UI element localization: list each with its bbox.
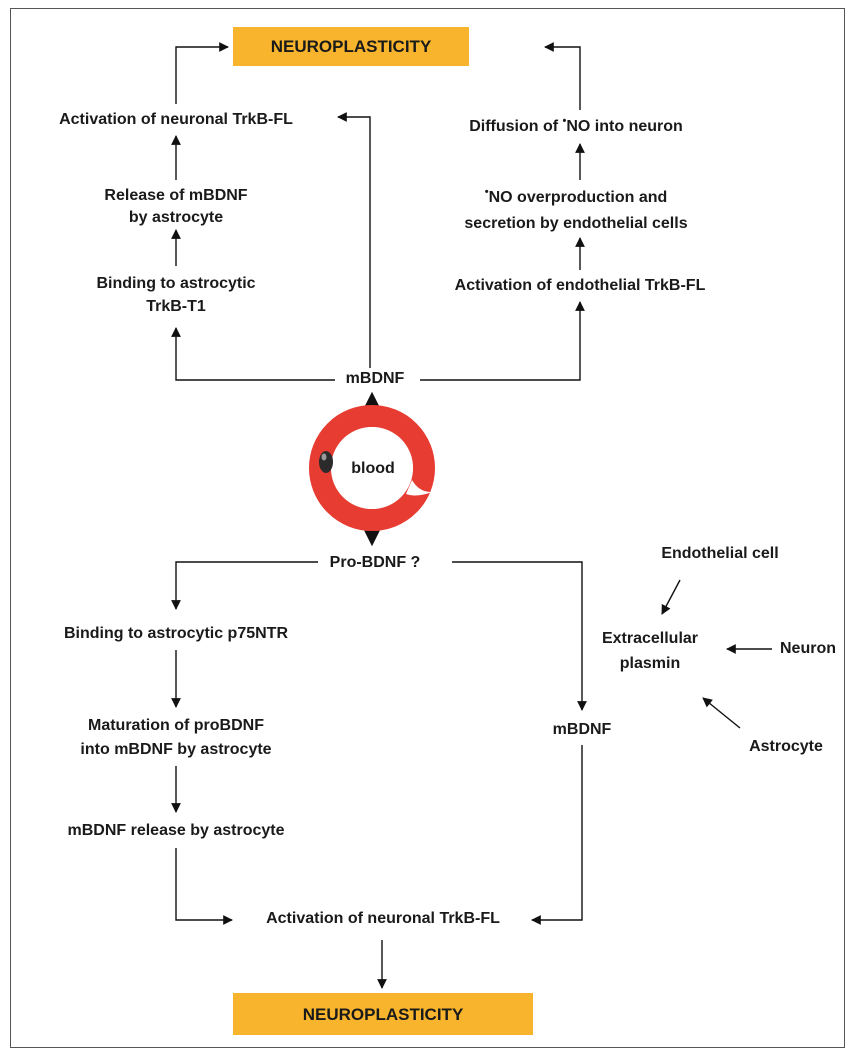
- plasmin-line1: Extracellular: [602, 630, 698, 647]
- endothelial-cell-label: Endothelial cell: [661, 545, 778, 562]
- upper-right-no-line1: •NO overproduction and: [485, 186, 668, 206]
- plasmin-line2: plasmin: [620, 655, 680, 672]
- endothelial-cell-bulge: [406, 480, 432, 496]
- no-radical-dot: •: [485, 186, 489, 198]
- lower-left-binding: Binding to astrocytic p75NTR: [64, 625, 288, 642]
- top-box-label: NEUROPLASTICITY: [271, 37, 432, 56]
- upper-connectors: [171, 42, 585, 381]
- upper-left-binding-line2: TrkB-T1: [146, 298, 206, 315]
- arrow-probdnf-to-binding: [171, 561, 318, 610]
- arrow-mbdnf-to-endothelial: [420, 301, 585, 381]
- upper-left-release-line1: Release of mBDNF: [104, 187, 247, 204]
- vessel-lumen: [331, 427, 413, 509]
- arrow-probdnf-to-mbdnf: [452, 561, 587, 711]
- bottom-box-fill: [233, 993, 533, 1035]
- diffusion-suffix: NO into neuron: [566, 118, 682, 135]
- figure-frame: [10, 8, 845, 1048]
- arrow-mbdnf-to-activation: [531, 745, 583, 925]
- bottom-neuroplasticity-box: NEUROPLASTICITY: [233, 993, 533, 1035]
- pro-bdnf-label: Pro-BDNF ?: [330, 554, 421, 571]
- vessel-wall: [309, 405, 435, 531]
- upper-right-diffusion: Diffusion of •NO into neuron: [469, 115, 683, 135]
- upper-left-activation: Activation of neuronal TrkB-FL: [59, 111, 293, 128]
- lower-left-maturation-line1: Maturation of proBDNF: [88, 717, 264, 734]
- no-line1-text: NO overproduction and: [489, 189, 668, 206]
- diffusion-prefix: Diffusion of: [469, 118, 562, 135]
- bottom-box-label: NEUROPLASTICITY: [303, 1005, 464, 1024]
- blood-cell-icon: [319, 451, 333, 473]
- top-box-fill: [233, 27, 469, 66]
- upper-left-binding-line1: Binding to astrocytic: [96, 275, 255, 292]
- blood-cell-highlight: [321, 453, 327, 461]
- arrow-diffusion-to-top-box: [544, 42, 581, 110]
- neuron-label: Neuron: [780, 640, 836, 657]
- upper-right-activation: Activation of endothelial TrkB-FL: [455, 277, 706, 294]
- lower-connectors: [171, 561, 772, 989]
- blood-vessel: blood: [309, 391, 435, 547]
- arrow-release-to-activation: [175, 848, 233, 925]
- upper-right-no-line2: secretion by endothelial cells: [464, 215, 687, 232]
- blood-label: blood: [351, 460, 395, 477]
- lower-right-mbdnf: mBDNF: [553, 721, 612, 738]
- arrow-activation-to-top-box: [175, 42, 229, 104]
- arrow-astrocyte-to-plasmin: [702, 697, 741, 729]
- astrocyte-label: Astrocyte: [749, 738, 823, 755]
- lower-left-maturation-line2: into mBDNF by astrocyte: [80, 741, 271, 758]
- upper-left-release-line2: by astrocyte: [129, 209, 223, 226]
- diffusion-radical-dot: •: [563, 115, 567, 127]
- upper-mbdnf: mBDNF: [346, 370, 405, 387]
- arrow-endothelial-to-plasmin: [661, 579, 681, 615]
- arrow-mbdnf-to-binding: [171, 327, 335, 381]
- lower-activation: Activation of neuronal TrkB-FL: [266, 910, 500, 927]
- arrow-mbdnf-to-neuronal-trkb: [337, 112, 371, 368]
- lower-left-release: mBDNF release by astrocyte: [68, 822, 285, 839]
- top-neuroplasticity-box: NEUROPLASTICITY: [233, 27, 469, 66]
